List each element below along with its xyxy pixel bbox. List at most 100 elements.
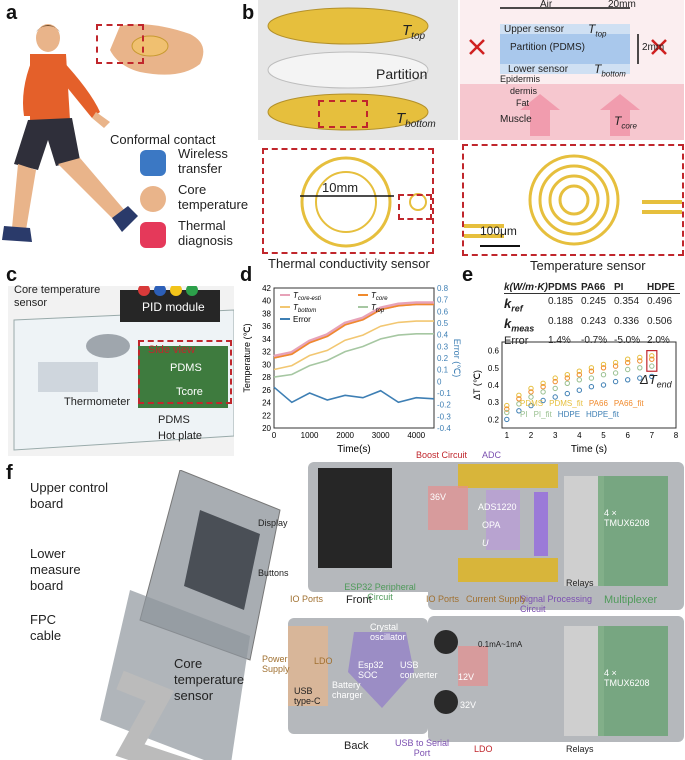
point-PA66 xyxy=(552,378,558,385)
tmux-back-label: 4 × TMUX6208 xyxy=(604,668,650,688)
io-right-label: IO Ports xyxy=(426,594,460,604)
pdms-label: PDMS xyxy=(158,414,190,426)
tcs-zoom-panel xyxy=(262,148,434,254)
tcs-detail-box xyxy=(398,194,432,220)
xtick: 3 xyxy=(553,431,558,440)
panel-label-b: b xyxy=(242,2,255,24)
io-left-label: IO Ports xyxy=(290,594,324,604)
point-PI xyxy=(504,409,510,416)
ts-caption: Temperature sensor xyxy=(530,258,646,273)
ytick-right: 0.4 xyxy=(437,331,449,340)
body-temperature-icon xyxy=(140,186,166,212)
pid-module-label: PID module xyxy=(142,300,205,314)
point-HDPE xyxy=(637,375,643,381)
point-PA66 xyxy=(625,359,631,366)
table-row: Error 1.4%-0.7%-5.0%2.0% xyxy=(504,335,670,348)
buttons-label: Buttons xyxy=(258,568,289,578)
point-HDPE xyxy=(649,373,655,380)
tcs-size-label: 10mm xyxy=(322,180,359,195)
lower-sensor-label: Lower sensor xyxy=(508,64,569,75)
current-label: Current Supply xyxy=(466,594,527,604)
point-PDMS xyxy=(649,353,655,359)
point-PI xyxy=(540,389,546,395)
plot-frame xyxy=(501,341,677,429)
t-bottom-label: Tbottom xyxy=(396,110,436,130)
sensor-stack-3d xyxy=(258,0,458,140)
col-pa66: PA66 xyxy=(581,282,606,293)
usb-conv-label: USB converter xyxy=(400,660,438,680)
temperature-chart: 4240383634323028262422200.80.70.60.50.40… xyxy=(242,284,462,455)
thickness-label: 2mm xyxy=(642,42,665,53)
series-line-Ttop xyxy=(273,333,434,378)
point-PI xyxy=(588,375,595,381)
ytick-left: 32 xyxy=(262,348,271,357)
power-label: Power Supply xyxy=(262,654,290,674)
point-PI xyxy=(528,394,534,400)
multiplexer-label: Multiplexer xyxy=(604,594,658,606)
partition-pdms-label: Partition (PDMS) xyxy=(510,42,586,53)
f-core-sensor-label: Core temperature sensor xyxy=(174,656,245,703)
point-HDPE xyxy=(528,402,534,409)
k-header: k(W/m·K) xyxy=(504,282,548,293)
xtick: 3000 xyxy=(372,431,390,440)
xtick: 6 xyxy=(625,431,630,440)
series-line-Tcore-esti xyxy=(273,301,434,359)
point-PDMS xyxy=(552,375,558,381)
esp-label: Esp32 SOC xyxy=(358,660,384,680)
point-PA66 xyxy=(540,384,546,390)
panel-label-c: c xyxy=(6,264,18,286)
ytick-left: 36 xyxy=(262,322,271,331)
xtick: 1 xyxy=(505,431,510,440)
usb-type-label: USB type-C xyxy=(294,686,321,706)
feature-thermal: Thermal diagnosis xyxy=(178,218,233,248)
ytick-left: 26 xyxy=(262,386,271,395)
delta-end-box xyxy=(646,350,658,372)
epidermis-label: Epidermis xyxy=(500,74,541,84)
x-axis-label: Time(s) xyxy=(337,444,371,455)
ytick-right: 0.3 xyxy=(437,342,449,351)
ts-spiral xyxy=(464,154,682,247)
thermometer-label: Thermometer xyxy=(64,396,131,408)
dermis-label: dermis xyxy=(510,86,538,96)
ytick-left: 20 xyxy=(262,424,271,433)
ytick-right: 0.7 xyxy=(437,296,449,305)
xtick: 5 xyxy=(601,431,606,440)
fat-label: Fat xyxy=(516,98,530,108)
point-HDPE xyxy=(588,384,595,390)
wrist-zoom-box xyxy=(96,24,144,64)
point-PDMS xyxy=(516,392,522,398)
conformal-contact-label: Conformal contact xyxy=(110,132,216,147)
phone-icon xyxy=(140,150,166,176)
schematic-tcore: Tcore xyxy=(614,114,637,131)
point-PDMS xyxy=(564,372,571,378)
lower-board-label: Lower measure board xyxy=(30,546,81,593)
tcs-caption: Thermal conductivity sensor xyxy=(268,256,430,271)
series-line-Tbottom xyxy=(273,320,434,371)
point-HDPE xyxy=(564,390,571,397)
point-PI xyxy=(649,363,655,369)
panel-label-f: f xyxy=(6,462,13,484)
delta-t-end-label: ΔTend xyxy=(640,372,672,390)
point-PI xyxy=(516,401,522,407)
back-label: Back xyxy=(344,740,369,752)
series-line-Tcore xyxy=(273,303,434,359)
y-axis-label: Temperature (℃) xyxy=(242,323,252,392)
crystal-label: Crystal oscillator xyxy=(370,622,406,642)
panel-label-d: d xyxy=(240,264,253,286)
point-HDPE xyxy=(600,382,607,388)
point-HDPE xyxy=(504,416,510,423)
point-PI xyxy=(600,372,607,378)
ytick-left: 28 xyxy=(262,373,271,382)
battery-label: Battery charger xyxy=(332,680,363,700)
hot-plate-label: Hot plate xyxy=(158,430,203,442)
ytick-right: 0.6 xyxy=(437,307,449,316)
upper-sensor-label: Upper sensor xyxy=(504,24,565,35)
ytick-left: 22 xyxy=(262,411,271,420)
ytick: 0.3 xyxy=(488,398,500,407)
ytick-right: -0.1 xyxy=(437,389,451,398)
xtick: 2 xyxy=(529,431,534,440)
y2-axis-label: Error (℃) xyxy=(452,339,462,378)
legend-entry: Tcore xyxy=(371,291,388,302)
point-HDPE xyxy=(625,377,631,383)
